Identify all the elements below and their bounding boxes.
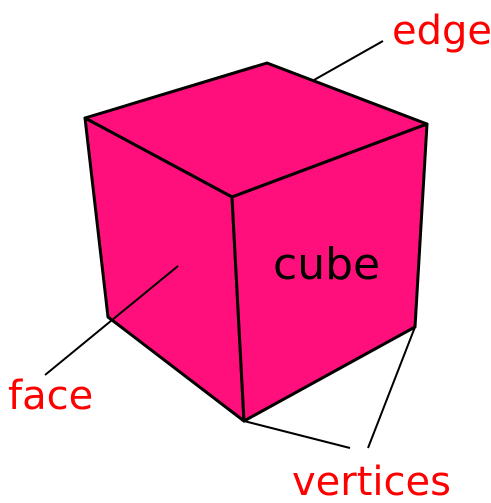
vertices-pointer-line-1 (244, 421, 350, 448)
vertices-label: vertices (292, 459, 451, 503)
edge-pointer-line (314, 41, 383, 80)
cube-label: cube (273, 239, 380, 290)
edge-label: edge (392, 8, 491, 54)
face-label: face (8, 373, 93, 419)
